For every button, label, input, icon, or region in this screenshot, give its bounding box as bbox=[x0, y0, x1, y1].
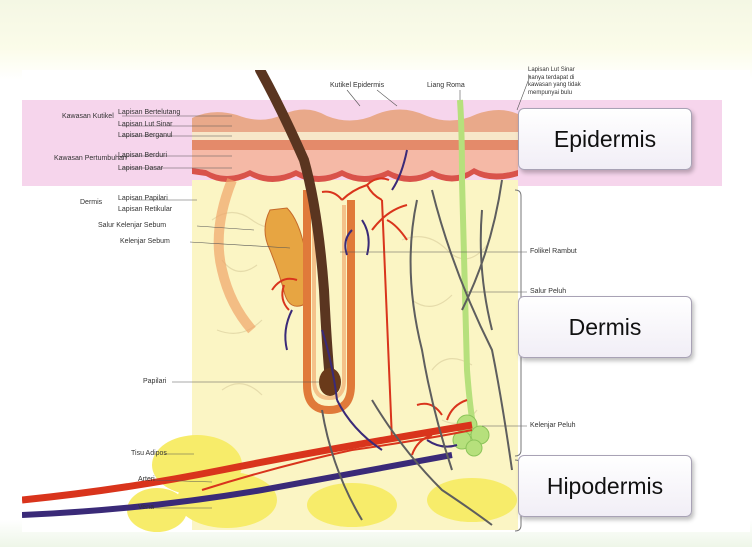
background-top bbox=[0, 0, 752, 80]
label-lapisan-dasar: Lapisan Dasar bbox=[118, 165, 163, 173]
label-salur-kelenjar-sebum: Salur Kelenjar Sebum bbox=[98, 222, 166, 230]
label-kawasan-pertumbuhan: Kawasan Pertumbuhan bbox=[54, 155, 127, 163]
label-liang-roma: Liang Roma bbox=[427, 82, 465, 90]
label-kelenjar-sebum: Kelenjar Sebum bbox=[120, 238, 170, 246]
label-lapisan-papilari: Lapisan Papilari bbox=[118, 195, 168, 203]
label-lapisan-berganul: Lapisan Berganul bbox=[118, 132, 173, 140]
hipodermis-button[interactable]: Hipodermis bbox=[518, 455, 692, 517]
label-papilari: Papilari bbox=[143, 378, 166, 386]
label-kutikel-epidermis: Kutikel Epidermis bbox=[330, 82, 384, 90]
label-salur-peluh: Salur Peluh bbox=[530, 288, 566, 296]
label-dermis-small: Dermis bbox=[80, 199, 102, 207]
dermis-button[interactable]: Dermis bbox=[518, 296, 692, 358]
label-kawasan-kutikel: Kawasan Kutikel bbox=[62, 113, 114, 121]
stratum-granulosum bbox=[192, 140, 518, 150]
epidermis-button[interactable]: Epidermis bbox=[518, 108, 692, 170]
label-arteri: Arteri bbox=[138, 476, 155, 484]
note-line-4: mempunyai bulu bbox=[528, 90, 618, 98]
label-lapisan-lut-sinar: Lapisan Lut Sinar bbox=[118, 121, 172, 129]
stratum-lucidum bbox=[192, 132, 518, 140]
label-kelenjar-peluh: Kelenjar Peluh bbox=[530, 422, 576, 430]
label-vena: Vena bbox=[138, 504, 154, 512]
label-lapisan-bertelutang: Lapisan Bertelutang bbox=[118, 109, 180, 117]
label-lapisan-retikular: Lapisan Retikular bbox=[118, 206, 172, 214]
note-line-1: Lapisan Lut Sinar bbox=[528, 67, 618, 75]
label-lapisan-berduri: Lapisan Berduri bbox=[118, 152, 167, 160]
hair-bulb bbox=[319, 368, 341, 396]
label-folikel-rambut: Folikel Rambut bbox=[530, 248, 577, 256]
note-line-3: kawasan yang tidak bbox=[528, 82, 618, 90]
lapisan-lut-sinar-note: Lapisan Lut Sinar hanya terdapat di kawa… bbox=[528, 67, 618, 97]
label-tisu-adipos: Tisu Adipos bbox=[131, 450, 167, 458]
note-line-2: hanya terdapat di bbox=[528, 75, 618, 83]
